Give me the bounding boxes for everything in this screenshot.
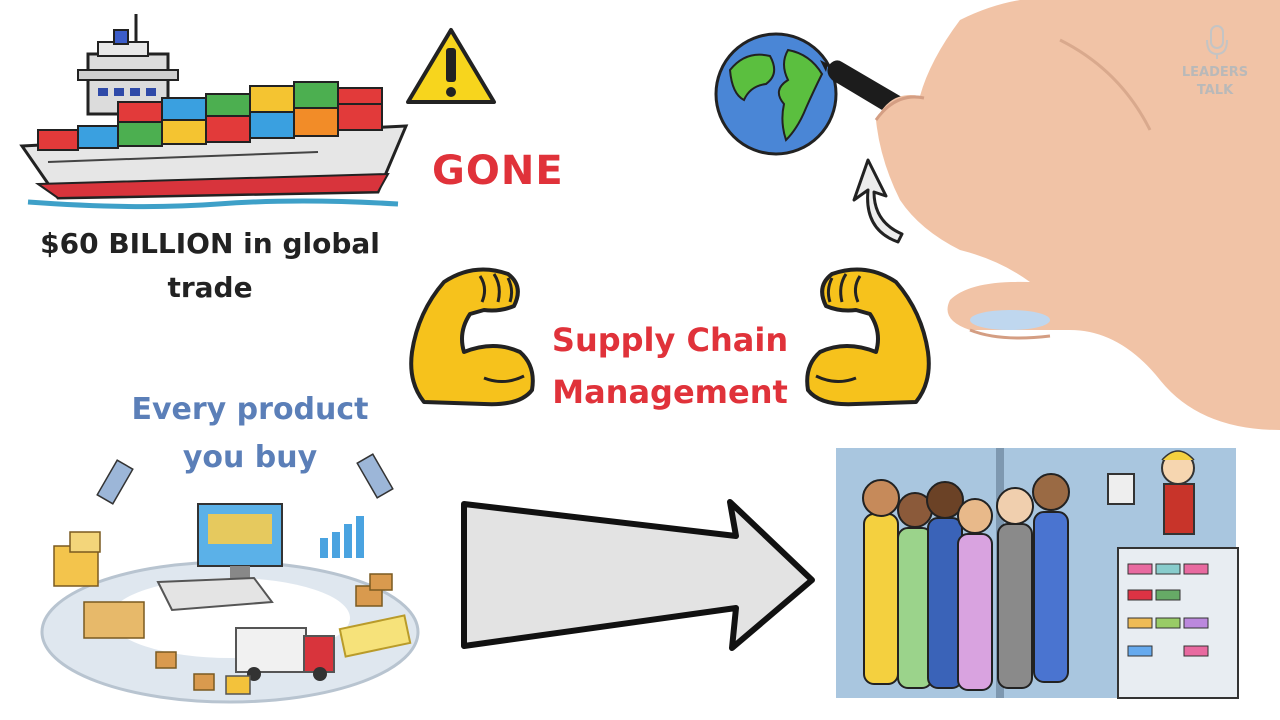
right-arrow-icon	[461, 499, 815, 651]
gone-label: GONE	[432, 148, 564, 194]
every-product-label: Every product you buy	[131, 392, 369, 475]
supply-chain-illustration	[40, 453, 420, 704]
cargo-ship-illustration	[19, 14, 409, 210]
curved-arrow-icon	[852, 158, 904, 244]
globe-icon	[714, 32, 838, 156]
supply-chain-label: Supply Chain Management	[551, 321, 789, 411]
watermark-label: LEADERS TALK	[1181, 65, 1249, 98]
warning-icon	[406, 28, 496, 104]
microphone-icon	[1206, 25, 1228, 59]
trade-caption: $60 BILLION in global trade	[40, 227, 380, 304]
flexed-biceps-icon	[805, 267, 931, 407]
hand-with-marker	[820, 0, 1280, 430]
shop-queue-illustration	[836, 448, 1239, 699]
flexed-biceps-icon	[409, 267, 535, 407]
